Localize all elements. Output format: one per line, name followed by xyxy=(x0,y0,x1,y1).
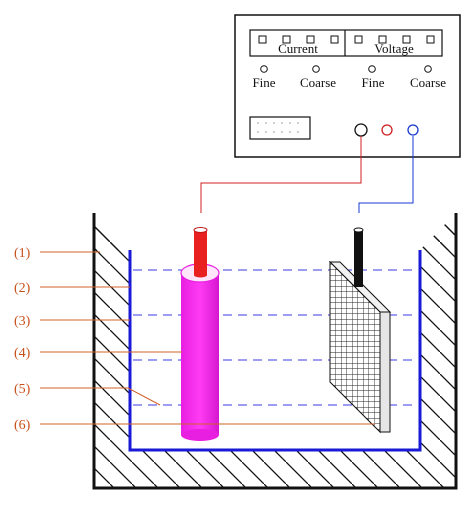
power-switch-dots xyxy=(257,122,299,133)
current-coarse-label: Coarse xyxy=(300,75,336,90)
callout-leaders xyxy=(40,251,375,425)
current-fine-knob[interactable] xyxy=(260,65,268,73)
inner-tank-wall xyxy=(128,250,422,452)
callout-4: (4) xyxy=(14,346,31,361)
cylinder-anode xyxy=(180,263,220,441)
voltage-coarse-knob[interactable] xyxy=(424,65,432,73)
voltage-fine-label: Fine xyxy=(361,75,384,90)
cathode-rod xyxy=(353,227,364,287)
voltage-fine-knob[interactable] xyxy=(368,65,376,73)
current-fine-label: Fine xyxy=(252,75,275,90)
callout-1: (1) xyxy=(14,246,31,261)
black-terminal-icon[interactable] xyxy=(354,123,368,137)
callout-6: (6) xyxy=(14,418,31,433)
voltage-label: Voltage xyxy=(374,41,414,56)
callout-5: (5) xyxy=(14,382,31,397)
callout-2: (2) xyxy=(14,281,31,296)
tank-hatched-wall xyxy=(92,213,458,490)
anode-wire xyxy=(200,136,362,232)
callout-3: (3) xyxy=(14,314,31,329)
current-coarse-knob[interactable] xyxy=(312,65,320,73)
voltage-display-segments xyxy=(354,35,435,44)
red-terminal-icon[interactable] xyxy=(381,124,393,136)
voltage-coarse-label: Coarse xyxy=(410,75,446,90)
power-supply: Current Voltage Fine Coarse Fine Coarse xyxy=(234,14,461,158)
blue-terminal-icon[interactable] xyxy=(407,124,419,136)
current-display-segments xyxy=(258,35,339,44)
current-label: Current xyxy=(278,41,318,56)
electrolyte-levels xyxy=(133,269,418,406)
power-switch[interactable] xyxy=(249,116,311,140)
mesh-grid-icon xyxy=(329,260,381,434)
anode-rod xyxy=(193,227,208,278)
